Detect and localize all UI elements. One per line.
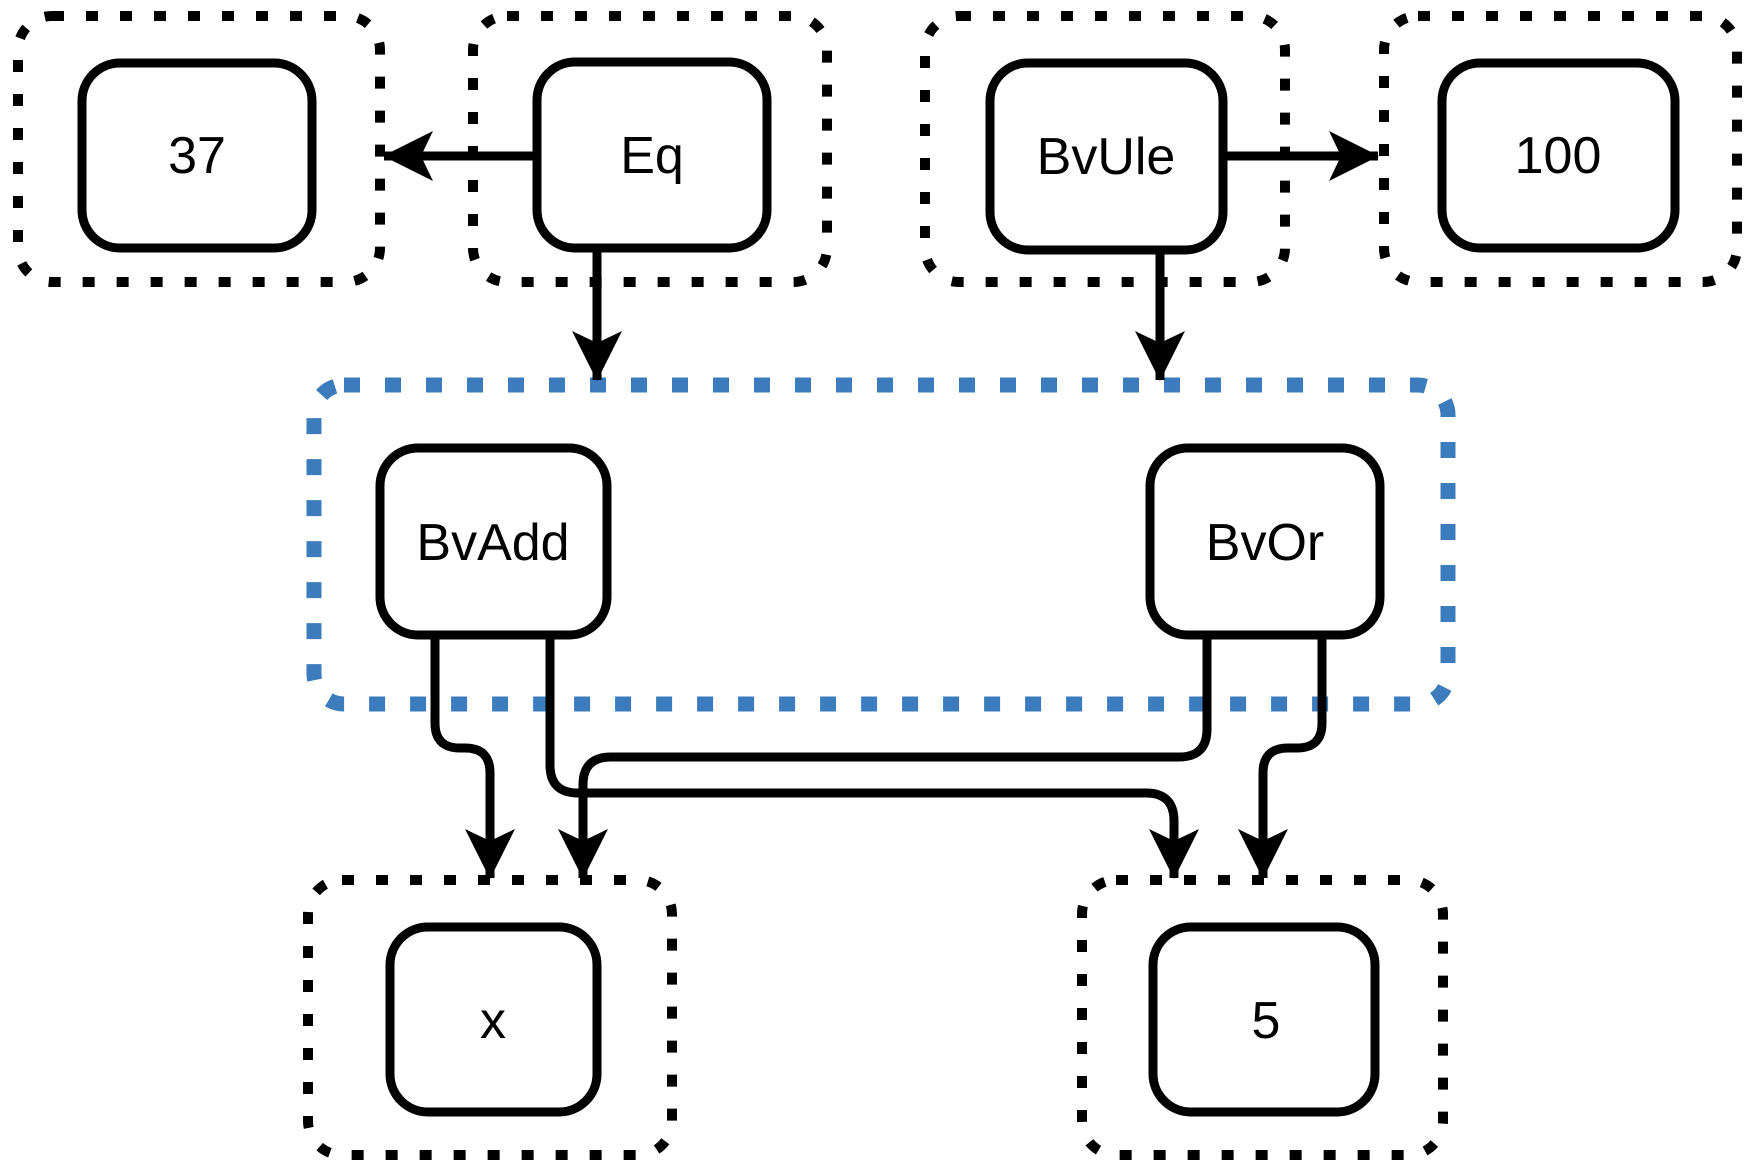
container-37 — [13, 11, 385, 287]
node-boxes — [77, 57, 1680, 1117]
node-x — [385, 922, 602, 1117]
container-eq — [468, 11, 832, 287]
container-bvule — [920, 11, 1290, 287]
container-100 — [1379, 11, 1742, 287]
node-bvadd — [375, 443, 612, 640]
container-x — [303, 875, 677, 1160]
node-bvor — [1145, 443, 1385, 640]
edge-bvor-to-x — [558, 635, 1212, 879]
label-bvadd: BvAdd — [416, 514, 569, 572]
node-37 — [77, 58, 317, 253]
label-bvule: BvUle — [1037, 128, 1176, 186]
node-100 — [1437, 58, 1680, 253]
edge-bvadd-to-x — [430, 635, 515, 879]
label-x: x — [480, 992, 506, 1050]
node-labels: 37 Eq BvUle 100 BvAdd BvOr x 5 — [168, 127, 1601, 1050]
container-5 — [1077, 875, 1448, 1160]
label-eq: Eq — [620, 127, 684, 185]
edge-bvadd-to-5 — [545, 635, 1199, 879]
edge-bvor-to-5 — [1238, 635, 1327, 879]
label-37: 37 — [168, 127, 226, 185]
label-100: 100 — [1515, 127, 1602, 185]
label-bvor: BvOr — [1206, 514, 1324, 572]
node-5 — [1148, 922, 1380, 1117]
edges — [383, 131, 1379, 879]
label-5: 5 — [1252, 992, 1281, 1050]
dotted-containers — [13, 11, 1742, 1160]
cluster-box — [306, 377, 1456, 712]
